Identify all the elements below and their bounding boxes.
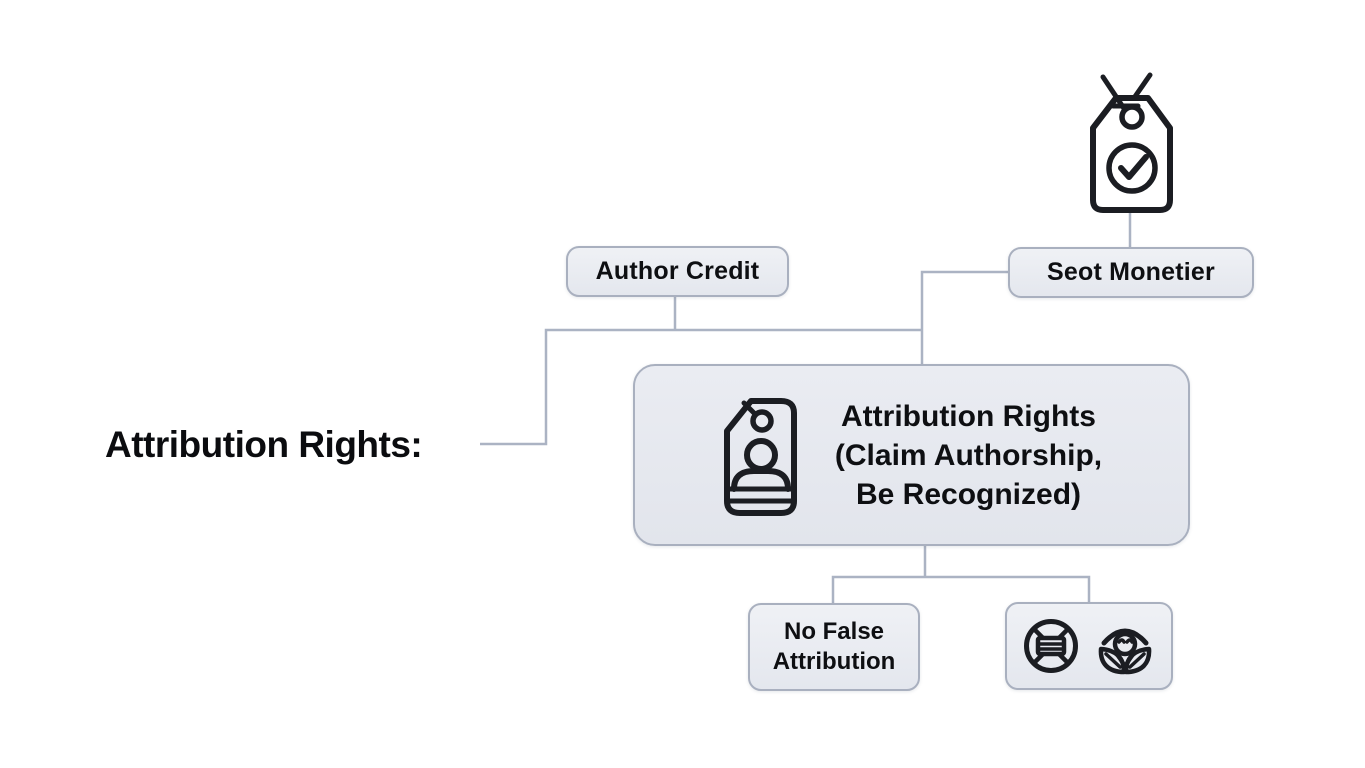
tag-check-icon — [1085, 68, 1177, 213]
node-attribution-rights: Attribution Rights (Claim Authorship, Be… — [633, 364, 1190, 546]
node-author-credit-label: Author Credit — [595, 257, 760, 285]
tag-person-icon — [721, 391, 801, 519]
root-label: Attribution Rights: — [105, 424, 423, 465]
node-no-false-attribution: No False Attribution — [748, 603, 920, 691]
node-seot-monetier: Seot Monetier — [1008, 247, 1254, 298]
node-icon-pair — [1005, 602, 1173, 690]
node-author-credit: Author Credit — [566, 246, 789, 297]
node-seot-monetier-label: Seot Monetier — [1047, 258, 1215, 286]
central-line-3: Be Recognized) — [855, 477, 1082, 511]
plant-icon — [1094, 615, 1156, 677]
central-line-2: (Claim Authorship, — [834, 438, 1103, 472]
node-no-false-attribution-label: No False Attribution — [772, 618, 896, 675]
central-line-1: Attribution Rights — [841, 399, 1096, 433]
node-attribution-rights-label: Attribution Rights (Claim Authorship, Be… — [835, 397, 1102, 514]
no-stack-icon — [1022, 617, 1080, 675]
icon-pair-group — [1022, 615, 1156, 677]
